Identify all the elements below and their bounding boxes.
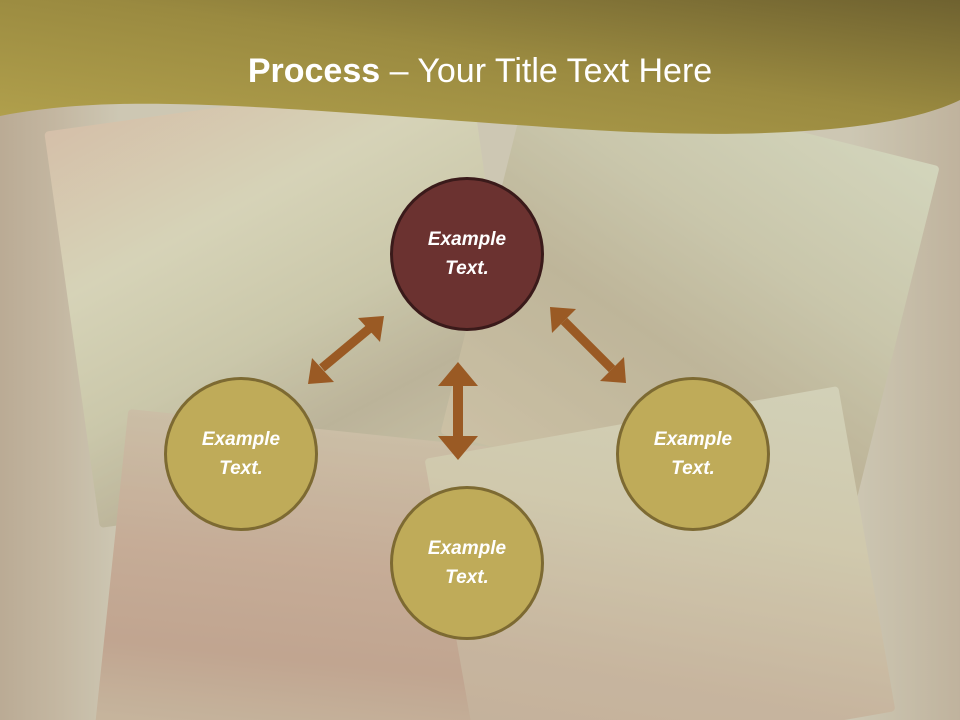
node-label-line2: Text. xyxy=(219,458,263,479)
wave-banner-shape xyxy=(0,0,960,134)
title-banner: Process – Your Title Text Here xyxy=(0,0,960,150)
double-arrow-icon xyxy=(550,307,626,383)
double-arrow-icon xyxy=(308,316,384,384)
node-label-line1: Example xyxy=(201,429,281,450)
double-arrow-icon xyxy=(438,362,478,460)
node-label-line2: Text. xyxy=(445,567,489,588)
title-rest: – Your Title Text Here xyxy=(380,52,713,90)
title-bold: Process xyxy=(247,52,381,90)
node-label-line1: Example xyxy=(653,429,733,450)
center-node: Example Text. xyxy=(390,177,544,331)
node-label-line2: Text. xyxy=(445,258,489,279)
right-node: Example Text. xyxy=(616,377,770,531)
left-node: Example Text. xyxy=(164,377,318,531)
bottom-node: Example Text. xyxy=(390,486,544,640)
node-label-line1: Example xyxy=(427,229,507,250)
slide-title: Process – Your Title Text Here xyxy=(0,52,960,91)
node-label-line2: Text. xyxy=(671,458,715,479)
node-label-line1: Example xyxy=(427,538,507,559)
